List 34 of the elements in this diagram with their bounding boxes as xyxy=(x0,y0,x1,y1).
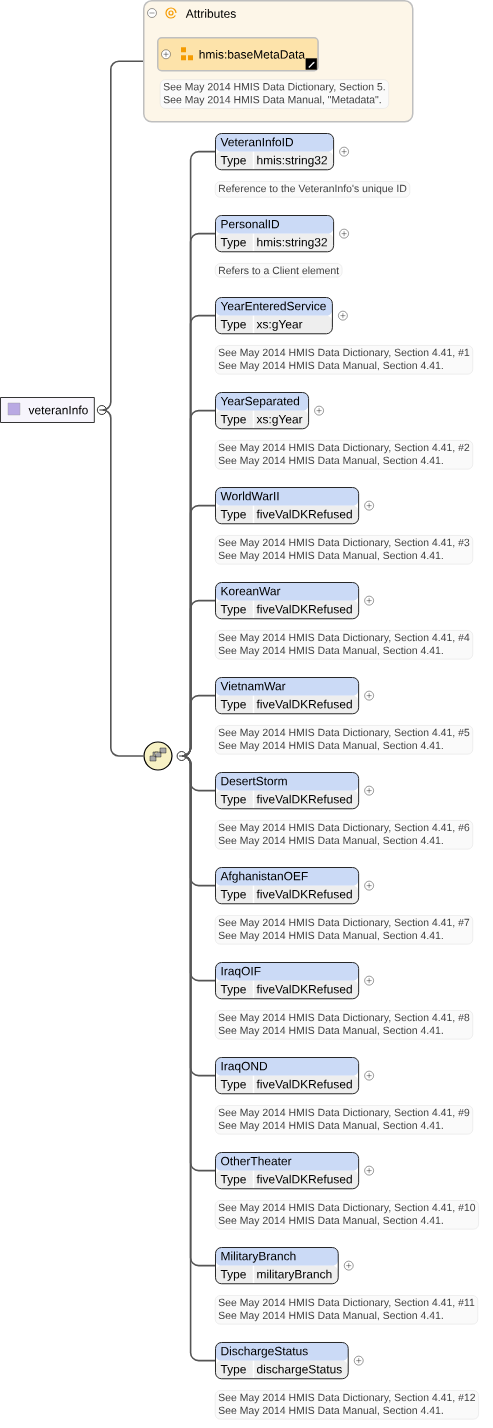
element-box: VietnamWar Type fiveValDKRefused xyxy=(215,677,360,715)
attribute-box: hmis:baseMetaData xyxy=(157,37,319,72)
element-box: IraqOIF Type fiveValDKRefused xyxy=(215,962,360,1000)
connector xyxy=(102,409,145,757)
annotation-bubble: See May 2014 HMIS Data Dictionary, Section 4.41, #9 See May 2014 HMIS Data Manual, Section 4.41. xyxy=(215,1105,473,1135)
annotation-bubble: See May 2014 HMIS Data Dictionary, Section 4.41, #2 See May 2014 HMIS Data Manual, Section 4.41. xyxy=(215,440,473,470)
element-box: IraqOND Type fiveValDKRefused xyxy=(215,1057,360,1095)
annotation-bubble: See May 2014 HMIS Data Dictionary, Section 4.41, #4 See May 2014 HMIS Data Manual, Section 4.41. xyxy=(215,630,473,660)
annotation-bubble: See May 2014 HMIS Data Dictionary, Section 4.41, #12 See May 2014 HMIS Data Manual, Section 4.41. xyxy=(215,1390,479,1420)
annotation-bubble: See May 2014 HMIS Data Dictionary, Section 4.41, #11 See May 2014 HMIS Data Manual, Section 4.41. xyxy=(215,1295,478,1325)
element-box: AfghanistanOEF Type fiveValDKRefused xyxy=(215,867,360,905)
element-box: YearEnteredService Type xs:gYear xyxy=(215,297,333,335)
element-box: YearSeparated Type xs:gYear xyxy=(215,392,310,430)
annotation-bubble: Reference to the VeteranInfo's unique ID xyxy=(215,181,411,198)
element-box: DischargeStatus Type dischargeStatus xyxy=(215,1342,349,1380)
element-box: veteranInfo xyxy=(0,397,107,423)
element-box: WorldWarII Type fiveValDKRefused xyxy=(215,487,360,525)
element-box: MilitaryBranch Type militaryBranch xyxy=(215,1247,339,1285)
annotation-bubble: See May 2014 HMIS Data Dictionary, Section 5. See May 2014 HMIS Data Manual, "Metadata". xyxy=(160,79,389,109)
element-box: KoreanWar Type fiveValDKRefused xyxy=(215,582,360,620)
annotation-bubble: See May 2014 HMIS Data Dictionary, Section 4.41, #1 See May 2014 HMIS Data Manual, Section 4.41. xyxy=(215,345,473,375)
connector xyxy=(181,755,216,1362)
annotation-bubble: Refers to a Client element xyxy=(215,263,343,278)
annotation-bubble: See May 2014 HMIS Data Dictionary, Section 4.41, #5 See May 2014 HMIS Data Manual, Section 4.41. xyxy=(215,725,473,755)
annotation-bubble: See May 2014 HMIS Data Dictionary, Section 4.41, #6 See May 2014 HMIS Data Manual, Section 4.41. xyxy=(215,820,473,850)
annotation-bubble: See May 2014 HMIS Data Dictionary, Section 4.41, #10 See May 2014 HMIS Data Manual, Section 4.41. xyxy=(215,1200,479,1230)
annotation-bubble: See May 2014 HMIS Data Dictionary, Section 4.41, #3 See May 2014 HMIS Data Manual, Section 4.41. xyxy=(215,535,473,565)
sequence-symbol xyxy=(143,741,187,771)
element-box: PersonalID Type hmis:string32 xyxy=(215,215,335,253)
element-box: DesertStorm Type fiveValDKRefused xyxy=(215,772,360,810)
annotation-bubble: See May 2014 HMIS Data Dictionary, Section 4.41, #8 See May 2014 HMIS Data Manual, Section 4.41. xyxy=(215,1010,473,1040)
element-box: VeteranInfoID Type hmis:string32 xyxy=(215,133,335,171)
element-box: OtherTheater Type fiveValDKRefused xyxy=(215,1152,360,1190)
annotation-bubble: See May 2014 HMIS Data Dictionary, Section 4.41, #7 See May 2014 HMIS Data Manual, Section 4.41. xyxy=(215,915,473,945)
